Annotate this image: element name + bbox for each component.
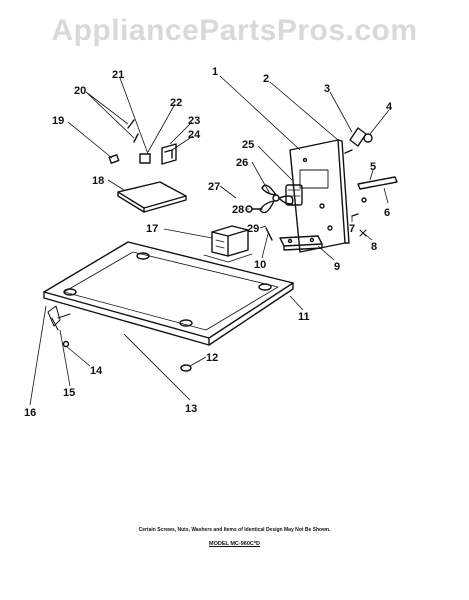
model-number: MODEL MC-960C*D <box>209 541 260 547</box>
watermark: AppliancePartsPros.com <box>51 14 418 47</box>
callout-4: 4 <box>386 101 393 113</box>
back-panel <box>289 139 350 253</box>
callout-13: 13 <box>185 403 197 415</box>
mounting-bracket <box>265 227 323 251</box>
right-side-parts <box>344 127 398 237</box>
transformer <box>203 225 253 263</box>
bottom-fasteners <box>47 305 192 372</box>
fan-blade <box>259 184 294 214</box>
base-plate <box>43 241 294 346</box>
callout-16: 16 <box>24 407 36 419</box>
callout-21: 21 <box>112 69 124 81</box>
callout-8: 8 <box>371 241 377 253</box>
callout-6: 6 <box>384 207 390 219</box>
callout-17: 17 <box>146 223 158 235</box>
callout-27: 27 <box>208 181 220 193</box>
callout-12: 12 <box>206 352 218 364</box>
callout-10: 10 <box>254 259 266 271</box>
clamp-plate <box>117 181 187 213</box>
callout-14: 14 <box>90 365 103 377</box>
callout-2: 2 <box>263 73 269 85</box>
footnote: Certain Screws, Nuts, Washers and Items … <box>138 527 331 533</box>
callout-19: 19 <box>52 115 64 127</box>
callout-20: 20 <box>74 85 86 97</box>
callout-24: 24 <box>188 129 201 141</box>
callout-28: 28 <box>232 204 244 216</box>
callout-5: 5 <box>370 161 376 173</box>
leader-lines <box>29 75 390 406</box>
callout-26: 26 <box>236 157 248 169</box>
callout-labels: 1 2 3 4 5 6 7 8 9 10 11 12 13 14 15 16 1… <box>24 66 393 419</box>
callout-23: 23 <box>188 115 200 127</box>
callout-15: 15 <box>63 387 75 399</box>
callout-22: 22 <box>170 97 182 109</box>
small-fasteners <box>108 119 177 165</box>
callout-7: 7 <box>349 223 355 235</box>
callout-29: 29 <box>247 223 259 235</box>
callout-9: 9 <box>334 261 340 273</box>
callout-18: 18 <box>92 175 104 187</box>
callout-11: 11 <box>298 311 310 323</box>
callout-3: 3 <box>324 83 330 95</box>
callout-1: 1 <box>212 66 218 78</box>
callout-25: 25 <box>242 139 254 151</box>
